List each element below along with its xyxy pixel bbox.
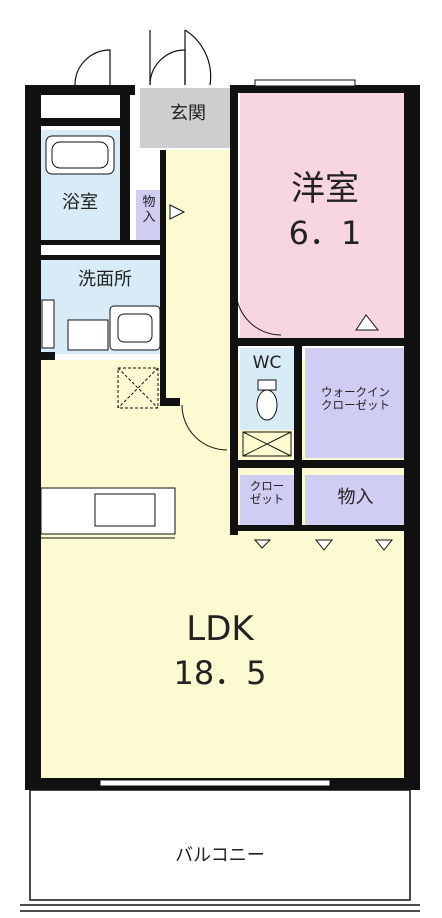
- toilet: [256, 379, 278, 421]
- walk-in-closet-label: ウォークイン クローゼット: [321, 385, 390, 413]
- ldk-size: 18．5: [173, 654, 267, 692]
- interior-doors: [169, 204, 394, 551]
- entrance-label: 玄関: [170, 103, 206, 124]
- storage-area: [305, 475, 406, 525]
- balcony-outline: [20, 789, 420, 912]
- storage-small-area: [136, 190, 162, 240]
- western-room-name: 洋室: [291, 169, 359, 209]
- bathtub: [45, 135, 115, 175]
- entrance-door: [74, 29, 212, 86]
- western-room-area: [240, 88, 406, 338]
- storage-small-label: 物 入: [142, 195, 156, 225]
- ldk-corridor: [165, 150, 233, 365]
- crossed-boxes: [117, 367, 292, 457]
- windows: [99, 79, 356, 787]
- washroom-fixtures: [41, 299, 161, 351]
- balcony-label: バルコニー: [175, 845, 265, 866]
- western-room-size: 6．1: [288, 214, 362, 252]
- washroom-label: 洗面所: [78, 269, 132, 290]
- bathroom-label: 浴室: [62, 192, 98, 213]
- closet-area: [240, 475, 294, 525]
- kitchen-counter: [40, 487, 176, 539]
- storage-label: 物入: [337, 487, 374, 508]
- wc-label: WC: [252, 353, 282, 373]
- ldk-name: LDK: [186, 609, 254, 649]
- walls: [25, 85, 420, 790]
- closet-label: クロー ゼット: [249, 479, 285, 507]
- entrance-area: [140, 88, 235, 148]
- walk-in-closet-area: [305, 348, 406, 458]
